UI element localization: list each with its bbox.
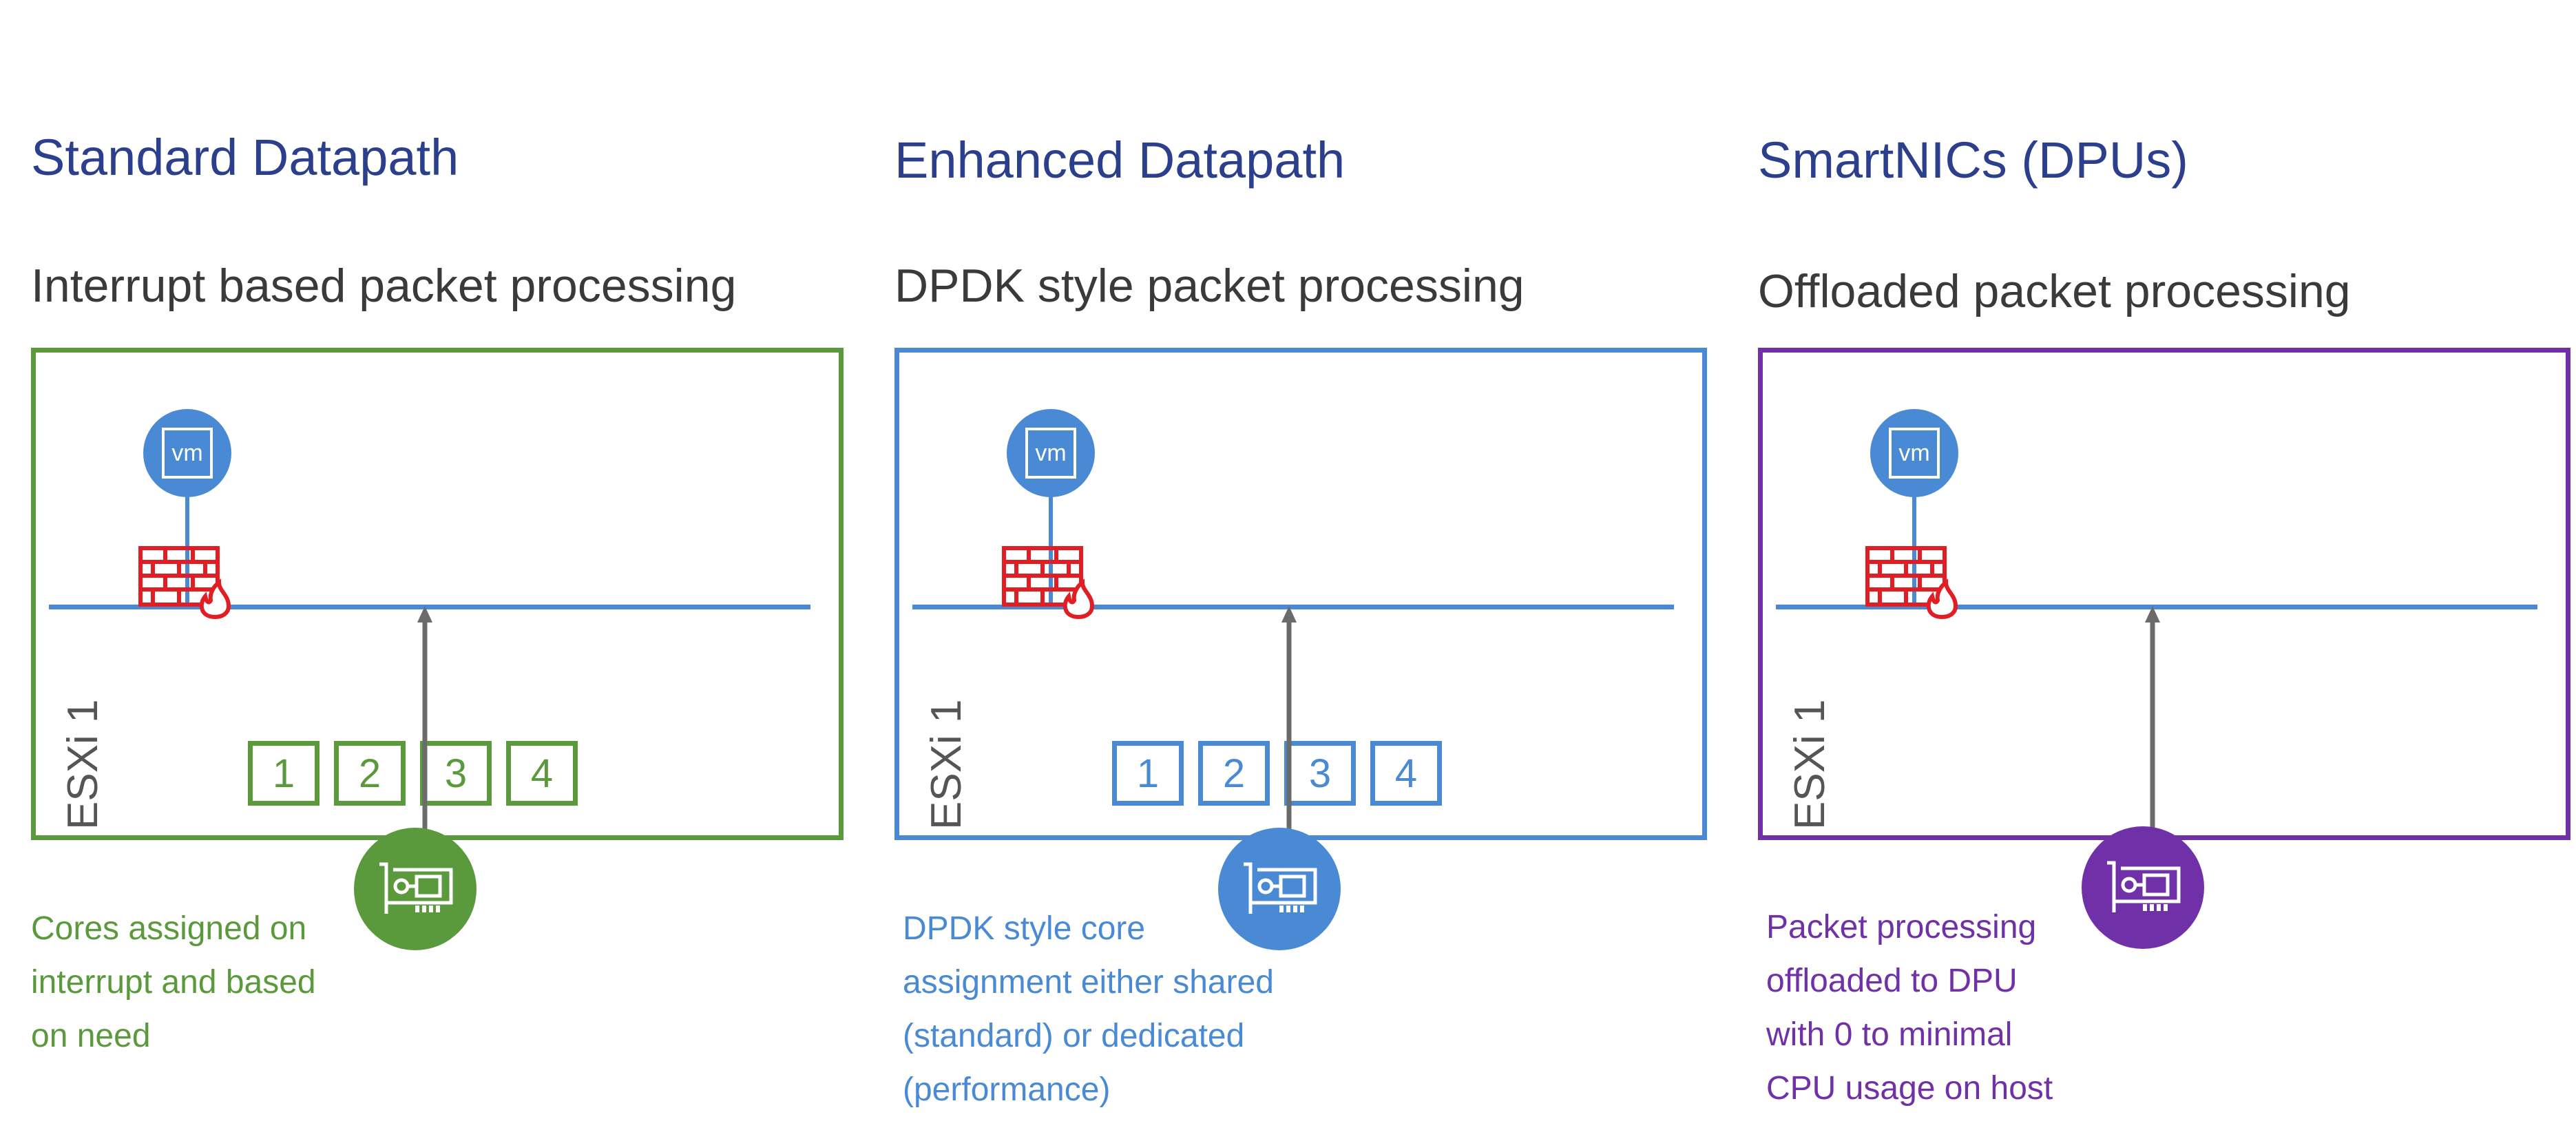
description-line: assignment either shared <box>903 964 1274 1001</box>
description-line: interrupt and based <box>31 964 316 1001</box>
vm-icon: vm <box>1870 409 1958 497</box>
panel-subtitle: DPDK style packet processing <box>894 260 1525 312</box>
vm-label: vm <box>1889 428 1940 479</box>
packet-flow-arrow <box>1281 606 1297 840</box>
esxi-host-label: ESXi 1 <box>1786 699 1834 830</box>
cpu-core-3: 3 <box>420 741 492 806</box>
cpu-core-1: 1 <box>248 741 320 806</box>
cpu-core-2: 2 <box>334 741 406 806</box>
nic-card-glyph <box>379 862 453 914</box>
network-card-icon <box>1218 828 1341 950</box>
description-line: Packet processing <box>1766 909 2037 945</box>
virtual-switch-line <box>49 605 810 609</box>
panel-subtitle: Interrupt based packet processing <box>31 260 737 312</box>
nic-card-glyph <box>1244 862 1317 914</box>
firewall-icon <box>138 546 231 620</box>
virtual-switch-line <box>912 605 1674 609</box>
description-line: with 0 to minimal <box>1766 1016 2013 1053</box>
panel-description: Cores assigned on interrupt and based on n… <box>31 902 316 1063</box>
description-line: DPDK style core <box>903 910 1146 947</box>
description-line: on need <box>31 1018 151 1054</box>
description-line: offloaded to DPU <box>1766 963 2018 999</box>
network-card-icon <box>2082 826 2204 949</box>
packet-flow-arrow <box>2145 606 2160 840</box>
virtual-switch-line <box>1776 605 2537 609</box>
network-card-icon <box>354 828 477 950</box>
description-line: Cores assigned on <box>31 910 307 947</box>
vm-uplink-line <box>1049 496 1053 606</box>
panel-subtitle: Offloaded packet processing <box>1758 265 2351 317</box>
nic-card-glyph <box>2107 861 2181 912</box>
panel-title: Enhanced Datapath <box>894 132 1345 189</box>
esxi-host-label: ESXi 1 <box>59 699 107 830</box>
esxi-host-label: ESXi 1 <box>923 699 970 830</box>
vm-uplink-line <box>1912 496 1916 606</box>
vm-icon: vm <box>1007 409 1095 497</box>
vm-uplink-line <box>185 496 189 606</box>
datapath-panel-3: SmartNICs (DPUs) Offloaded packet proces… <box>1758 0 2576 1130</box>
description-line: (standard) or dedicated <box>903 1018 1245 1054</box>
description-line: (performance) <box>903 1071 1111 1108</box>
description-line: CPU usage on host <box>1766 1070 2053 1107</box>
panel-title: SmartNICs (DPUs) <box>1758 132 2188 189</box>
panel-description: Packet processing offloaded to DPU with 0 … <box>1766 901 2053 1116</box>
cpu-core-1: 1 <box>1112 741 1184 806</box>
firewall-icon <box>1002 546 1095 620</box>
cpu-core-4: 4 <box>1370 741 1442 806</box>
panel-title: Standard Datapath <box>31 129 459 186</box>
cpu-core-4: 4 <box>506 741 578 806</box>
panel-description: DPDK style core assignment either shared (… <box>903 902 1274 1117</box>
datapath-panel-2: Enhanced Datapath DPDK style packet proc… <box>894 0 1757 1130</box>
vm-label: vm <box>1025 428 1076 479</box>
cpu-core-2: 2 <box>1198 741 1270 806</box>
firewall-icon <box>1865 546 1958 620</box>
vm-label: vm <box>162 428 213 479</box>
vm-icon: vm <box>143 409 231 497</box>
datapath-panel-1: Standard Datapath Interrupt based packet… <box>31 0 894 1130</box>
cpu-core-3: 3 <box>1284 741 1356 806</box>
packet-flow-arrow <box>417 606 432 840</box>
